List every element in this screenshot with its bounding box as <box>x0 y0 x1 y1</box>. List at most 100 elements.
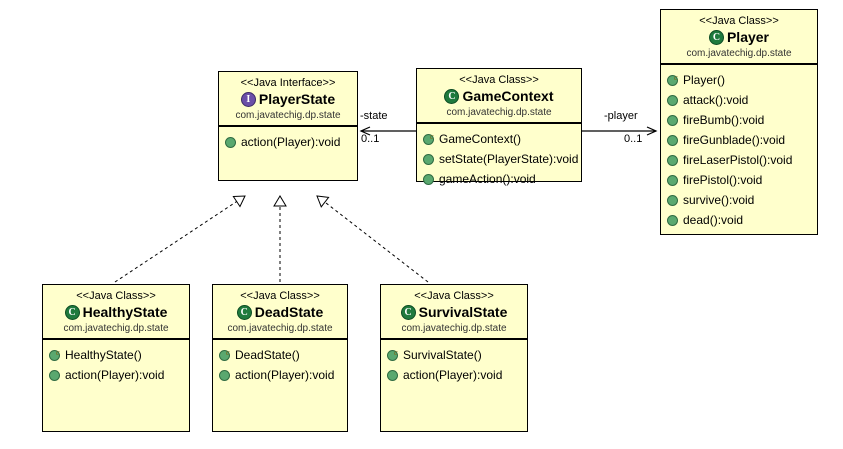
member-label: fireBumb():void <box>683 113 765 127</box>
association-state-role: -state <box>360 110 388 122</box>
member-row[interactable]: Player() <box>667 68 817 90</box>
class-header-healthystate: <<Java Class>> C HealthyState com.javate… <box>43 285 189 339</box>
member-label: attack():void <box>683 93 749 107</box>
constructor-icon <box>423 127 434 147</box>
member-label: action(Player):void <box>65 368 165 382</box>
method-icon <box>667 194 678 206</box>
association-player-multiplicity: 0..1 <box>624 133 643 145</box>
class-box-player[interactable]: <<Java Class>> C Player com.javatechig.d… <box>660 9 818 235</box>
method-icon <box>667 94 678 106</box>
association-state-multiplicity: 0..1 <box>361 133 380 145</box>
member-row[interactable]: action(Player):void <box>225 132 357 152</box>
method-icon <box>219 369 230 381</box>
class-box-gamecontext[interactable]: <<Java Class>> C GameContext com.javatec… <box>416 68 582 186</box>
class-box-deadstate[interactable]: <<Java Class>> C DeadState com.javatechi… <box>212 284 348 432</box>
stereotype-label: <<Java Class>> <box>240 290 320 302</box>
package-label: com.javatechig.dp.state <box>235 110 341 121</box>
method-icon <box>387 369 398 381</box>
method-icon <box>225 136 236 148</box>
member-row[interactable]: HealthyState() <box>49 343 189 365</box>
stereotype-label: <<Java Class>> <box>414 290 494 302</box>
member-label: action(Player):void <box>403 368 503 382</box>
class-header-player: <<Java Class>> C Player com.javatechig.d… <box>661 10 817 64</box>
method-icon <box>423 173 434 185</box>
class-name: SurvivalState <box>418 304 508 320</box>
class-name: PlayerState <box>258 91 336 107</box>
member-label: GameContext() <box>439 132 522 146</box>
member-label: action(Player):void <box>241 135 341 149</box>
class-header-survivalstate: <<Java Class>> C SurvivalState com.javat… <box>381 285 527 339</box>
member-row[interactable]: action(Player):void <box>219 365 347 385</box>
member-row[interactable]: action(Player):void <box>49 365 189 385</box>
method-icon <box>667 174 678 186</box>
member-row[interactable]: gameAction():void <box>423 169 581 189</box>
member-row[interactable]: survive():void <box>667 190 817 210</box>
stereotype-label: <<Java Interface>> <box>240 77 336 89</box>
method-icon <box>423 153 434 165</box>
method-icon <box>667 114 678 126</box>
constructor-icon <box>219 343 230 363</box>
method-icon <box>667 154 678 166</box>
member-list-healthystate: HealthyState() action(Player):void <box>43 339 189 431</box>
class-box-healthystate[interactable]: <<Java Class>> C HealthyState com.javate… <box>42 284 190 432</box>
member-row[interactable]: fireBumb():void <box>667 110 817 130</box>
interface-header-playerstate: <<Java Interface>> I PlayerState com.jav… <box>219 72 357 126</box>
class-icon: C <box>708 30 724 45</box>
interface-icon: I <box>240 92 256 107</box>
class-name: Player <box>726 29 770 45</box>
member-label: Player() <box>683 73 726 87</box>
member-label: DeadState() <box>235 348 300 362</box>
member-row[interactable]: SurvivalState() <box>387 343 527 365</box>
class-icon: C <box>400 305 416 320</box>
member-row[interactable]: DeadState() <box>219 343 347 365</box>
constructor-icon <box>49 343 60 363</box>
member-row[interactable]: attack():void <box>667 90 817 110</box>
member-list-deadstate: DeadState() action(Player):void <box>213 339 347 431</box>
member-row[interactable]: fireLaserPistol():void <box>667 150 817 170</box>
stereotype-label: <<Java Class>> <box>76 290 156 302</box>
member-row[interactable]: action(Player):void <box>387 365 527 385</box>
package-label: com.javatechig.dp.state <box>686 48 792 59</box>
member-label: firePistol():void <box>683 173 763 187</box>
member-label: setState(PlayerState):void <box>439 152 579 166</box>
method-icon <box>667 134 678 146</box>
member-list-player: Player() attack():void fireBumb():void f… <box>661 64 817 234</box>
member-label: fireLaserPistol():void <box>683 153 793 167</box>
class-icon: C <box>64 305 80 320</box>
member-label: dead():void <box>683 213 744 227</box>
member-list-playerstate: action(Player):void <box>219 126 357 180</box>
class-icon: C <box>236 305 252 320</box>
package-label: com.javatechig.dp.state <box>63 323 169 334</box>
association-player-role: -player <box>604 110 638 122</box>
package-label: com.javatechig.dp.state <box>401 323 507 334</box>
stereotype-label: <<Java Class>> <box>459 74 539 86</box>
member-label: action(Player):void <box>235 368 335 382</box>
class-header-gamecontext: <<Java Class>> C GameContext com.javatec… <box>417 69 581 123</box>
constructor-icon <box>667 68 678 88</box>
class-header-deadstate: <<Java Class>> C DeadState com.javatechi… <box>213 285 347 339</box>
member-list-gamecontext: GameContext() setState(PlayerState):void… <box>417 123 581 189</box>
stereotype-label: <<Java Class>> <box>699 15 779 27</box>
member-label: SurvivalState() <box>403 348 482 362</box>
package-label: com.javatechig.dp.state <box>446 107 552 118</box>
method-icon <box>667 214 678 226</box>
package-label: com.javatechig.dp.state <box>227 323 333 334</box>
class-name: HealthyState <box>82 304 168 320</box>
realization-survivalstate <box>316 195 429 283</box>
member-row[interactable]: dead():void <box>667 210 817 230</box>
member-row[interactable]: firePistol():void <box>667 170 817 190</box>
member-label: gameAction():void <box>439 172 536 186</box>
class-box-survivalstate[interactable]: <<Java Class>> C SurvivalState com.javat… <box>380 284 528 432</box>
member-row[interactable]: GameContext() <box>423 127 581 149</box>
constructor-icon <box>387 343 398 363</box>
member-label: HealthyState() <box>65 348 142 362</box>
member-row[interactable]: setState(PlayerState):void <box>423 149 581 169</box>
member-list-survivalstate: SurvivalState() action(Player):void <box>381 339 527 431</box>
class-name: GameContext <box>462 88 554 104</box>
member-row[interactable]: fireGunblade():void <box>667 130 817 150</box>
member-label: survive():void <box>683 193 755 207</box>
method-icon <box>49 369 60 381</box>
interface-box-playerstate[interactable]: <<Java Interface>> I PlayerState com.jav… <box>218 71 358 181</box>
member-label: fireGunblade():void <box>683 133 786 147</box>
